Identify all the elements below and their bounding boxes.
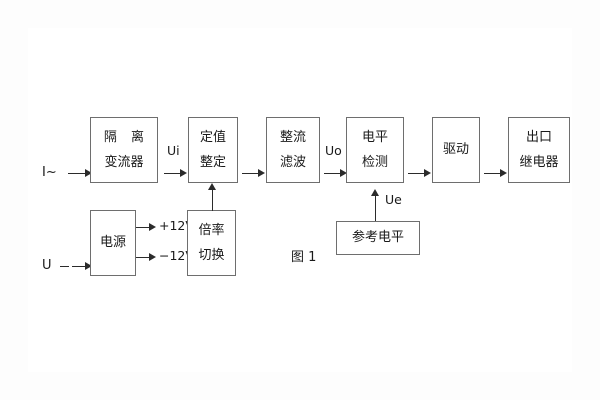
arrowhead-reference-to-level bbox=[371, 189, 379, 196]
signal-label-ui: Ui bbox=[167, 143, 180, 158]
arrowhead-rail-positive bbox=[149, 223, 156, 231]
block-output-relay-line-1: 出口 bbox=[525, 129, 552, 145]
connector-voltage-to-power bbox=[72, 266, 87, 267]
connector-drive-to-relay bbox=[484, 173, 501, 174]
block-isolation-transformer[interactable]: 隔 离 变流器 bbox=[90, 117, 158, 183]
connector-isolation-to-setting bbox=[164, 173, 181, 174]
connector-rail-positive bbox=[136, 227, 150, 228]
block-reference-level-line-1: 参考电平 bbox=[351, 230, 404, 246]
block-isolation-transformer-line-1: 隔 离 bbox=[103, 129, 150, 145]
block-multiplier-switch-line-2: 切换 bbox=[198, 247, 225, 263]
block-power-supply[interactable]: 电源 bbox=[90, 210, 136, 276]
block-setting-value-line-2: 整定 bbox=[199, 154, 226, 170]
rail-label-positive: +12V bbox=[159, 218, 194, 233]
connector-voltage-dash bbox=[60, 266, 69, 267]
signal-label-uo: Uo bbox=[325, 143, 342, 158]
connector-current-to-isolation bbox=[68, 173, 86, 174]
connector-setting-to-rectify bbox=[242, 173, 259, 174]
arrowhead-current-to-isolation bbox=[85, 169, 92, 177]
arrowhead-voltage-to-power bbox=[85, 262, 92, 270]
connector-rectify-to-level bbox=[324, 173, 341, 174]
arrowhead-drive-to-relay bbox=[500, 169, 507, 177]
block-multiplier-switch[interactable]: 倍率 切换 bbox=[187, 210, 236, 276]
block-level-detection-line-1: 电平 bbox=[361, 129, 388, 145]
block-rectify-filter-line-2: 滤波 bbox=[279, 154, 306, 170]
block-output-relay[interactable]: 出口 继电器 bbox=[508, 117, 570, 183]
input-label-voltage: U bbox=[42, 258, 52, 273]
connector-reference-to-level bbox=[375, 196, 376, 221]
block-output-relay-line-2: 继电器 bbox=[519, 154, 559, 170]
block-multiplier-switch-line-1: 倍率 bbox=[198, 222, 225, 238]
block-drive-line-1: 驱动 bbox=[442, 142, 469, 158]
connector-multiplier-to-setting bbox=[212, 190, 213, 211]
block-level-detection-line-2: 检测 bbox=[361, 154, 388, 170]
block-setting-value[interactable]: 定值 整定 bbox=[188, 117, 238, 183]
block-rectify-filter-line-1: 整流 bbox=[279, 129, 306, 145]
block-drive[interactable]: 驱动 bbox=[432, 117, 480, 183]
block-power-supply-line-1: 电源 bbox=[99, 235, 126, 251]
arrowhead-multiplier-to-setting bbox=[208, 183, 216, 190]
figure-caption: 图 1 bbox=[291, 250, 317, 265]
block-isolation-transformer-line-2: 变流器 bbox=[104, 154, 144, 170]
block-level-detection[interactable]: 电平 检测 bbox=[346, 117, 404, 183]
diagram-surface: I~ 隔 离 变流器 Ui 定值 整定 整流 滤波 Uo bbox=[28, 28, 572, 372]
block-setting-value-line-1: 定值 bbox=[199, 129, 226, 145]
arrowhead-setting-to-rectify bbox=[258, 169, 265, 177]
connector-level-to-drive bbox=[408, 173, 425, 174]
signal-label-ue: Ue bbox=[385, 192, 402, 207]
arrowhead-isolation-to-setting bbox=[180, 169, 187, 177]
connector-rail-negative bbox=[136, 257, 150, 258]
rail-label-negative: −12V bbox=[159, 248, 194, 263]
input-label-current: I~ bbox=[42, 165, 57, 180]
arrowhead-level-to-drive bbox=[424, 169, 431, 177]
block-reference-level[interactable]: 参考电平 bbox=[336, 221, 420, 255]
arrowhead-rail-negative bbox=[149, 253, 156, 261]
block-rectify-filter[interactable]: 整流 滤波 bbox=[266, 117, 320, 183]
arrowhead-rectify-to-level bbox=[340, 169, 347, 177]
